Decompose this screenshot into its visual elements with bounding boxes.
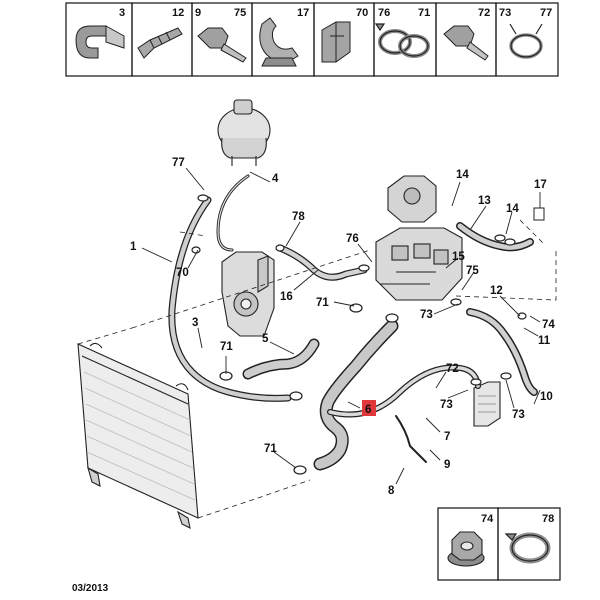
callout-5: 5 xyxy=(262,333,269,345)
callout-14b: 14 xyxy=(506,203,519,215)
callout-70: 70 xyxy=(176,267,189,279)
callout-72: 72 xyxy=(446,363,459,375)
radiator xyxy=(77,342,199,529)
part-number-74: 74 xyxy=(481,513,494,525)
callout-1: 1 xyxy=(130,241,137,253)
callout-75: 75 xyxy=(466,265,479,277)
egr-cooler-part xyxy=(387,175,437,223)
callout-11: 11 xyxy=(538,335,551,347)
callout-13: 13 xyxy=(478,195,491,207)
part-number-12: 12 xyxy=(172,7,184,19)
callout-6-highlight xyxy=(362,400,376,416)
engine-outlet-housing xyxy=(375,227,463,301)
hose-connector-icon xyxy=(137,27,183,59)
hex-bolt-icon xyxy=(197,27,247,63)
hose-clamp-icon xyxy=(504,532,551,564)
clamps xyxy=(191,194,527,475)
callout-12: 12 xyxy=(490,285,503,297)
callout-10: 10 xyxy=(540,391,553,403)
callout-4: 4 xyxy=(272,173,279,185)
part-number-75: 75 xyxy=(234,7,246,19)
callout-78: 78 xyxy=(292,211,305,223)
band-clamp-icon xyxy=(398,34,430,58)
hose-4 xyxy=(216,174,250,252)
part-number-72: 72 xyxy=(478,7,490,19)
diagram-date: 03/2013 xyxy=(72,583,109,594)
assembly-guides xyxy=(131,219,557,329)
flange-nut-icon xyxy=(447,531,485,567)
callout-73c: 73 xyxy=(512,409,525,421)
callout-6: 6 xyxy=(365,404,371,416)
callout-3: 3 xyxy=(192,317,198,329)
part-number-70: 70 xyxy=(356,7,368,19)
pipe-7-8 xyxy=(395,415,427,463)
plastic-clip-icon xyxy=(321,21,351,63)
callout-71b: 71 xyxy=(220,341,233,353)
part-number-77: 77 xyxy=(540,7,552,19)
part-number-71: 71 xyxy=(418,7,430,19)
callout-15: 15 xyxy=(452,251,465,263)
callout-71a: 71 xyxy=(316,297,329,309)
callout-7: 7 xyxy=(444,431,450,443)
part-number-76: 76 xyxy=(378,7,390,19)
part-number-9: 9 xyxy=(195,7,201,19)
callout-16: 16 xyxy=(280,291,293,303)
expansion-tank xyxy=(217,99,271,166)
hose-clip-holder-icon xyxy=(259,17,299,67)
callout-73a: 73 xyxy=(420,309,433,321)
clip-bracket-icon xyxy=(75,25,125,59)
parts-legend-top xyxy=(65,2,559,77)
callout-74: 74 xyxy=(542,319,555,331)
callout-8: 8 xyxy=(388,485,395,497)
part-number-73: 73 xyxy=(499,7,511,19)
callout-77: 77 xyxy=(172,157,185,169)
part-number-3: 3 xyxy=(119,7,125,19)
leader-lines xyxy=(141,167,541,485)
callout-73b: 73 xyxy=(440,399,453,411)
spring-clamp-icon xyxy=(509,23,543,59)
parts-legend-bottom xyxy=(437,507,561,581)
radiator-outline-dash xyxy=(77,327,311,519)
part-17-clip xyxy=(533,207,545,221)
hose-group xyxy=(168,174,538,471)
callout-76: 76 xyxy=(346,233,359,245)
part-number-78: 78 xyxy=(542,513,554,525)
part-number-17: 17 xyxy=(297,7,309,19)
callout-17: 17 xyxy=(534,179,547,191)
callout-9: 9 xyxy=(444,459,450,471)
heat-exchanger xyxy=(473,381,501,427)
band-clamp-icon xyxy=(374,23,412,55)
callout-71c: 71 xyxy=(264,443,277,455)
thermostat-housing xyxy=(221,251,275,337)
callout-14: 14 xyxy=(456,169,469,181)
flange-bolt-icon xyxy=(443,25,489,61)
